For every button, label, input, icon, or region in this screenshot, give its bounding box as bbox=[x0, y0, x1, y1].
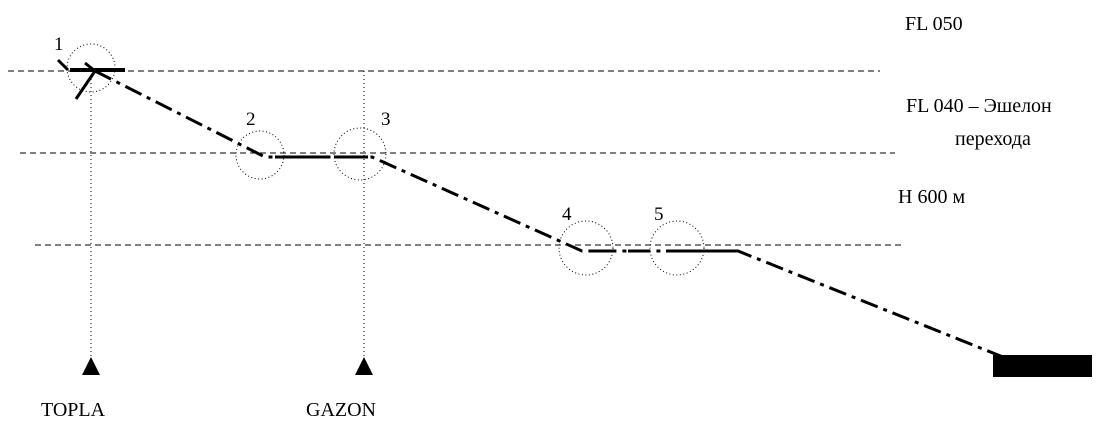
point-4-circle bbox=[558, 220, 614, 276]
point-2-circle bbox=[235, 130, 285, 180]
point-1-tick-b bbox=[74, 70, 97, 100]
gazon-beacon-icon bbox=[355, 357, 373, 375]
fl040-label-line2: перехода bbox=[955, 128, 1031, 150]
topla-label: TOPLA bbox=[41, 399, 106, 421]
gazon-label: GAZON bbox=[306, 399, 376, 421]
point-1-tick-a bbox=[84, 61, 96, 73]
point-5-label: 5 bbox=[654, 204, 664, 225]
fl040-label-line1: FL 040 – Эшелон bbox=[906, 95, 1052, 117]
point-3-label: 3 bbox=[381, 109, 391, 130]
topla-beacon-icon bbox=[82, 357, 100, 375]
runway bbox=[993, 355, 1092, 377]
fl050-label: FL 050 bbox=[905, 13, 963, 35]
h600-label: H 600 м bbox=[898, 186, 965, 208]
point-3-circle bbox=[333, 127, 387, 181]
point-2-label: 2 bbox=[246, 109, 256, 130]
point-1-tick-up bbox=[56, 58, 70, 72]
descent-path bbox=[94, 69, 1004, 359]
point-4-label: 4 bbox=[562, 204, 572, 225]
point-1-label: 1 bbox=[54, 34, 64, 55]
point-5-circle bbox=[649, 220, 705, 276]
